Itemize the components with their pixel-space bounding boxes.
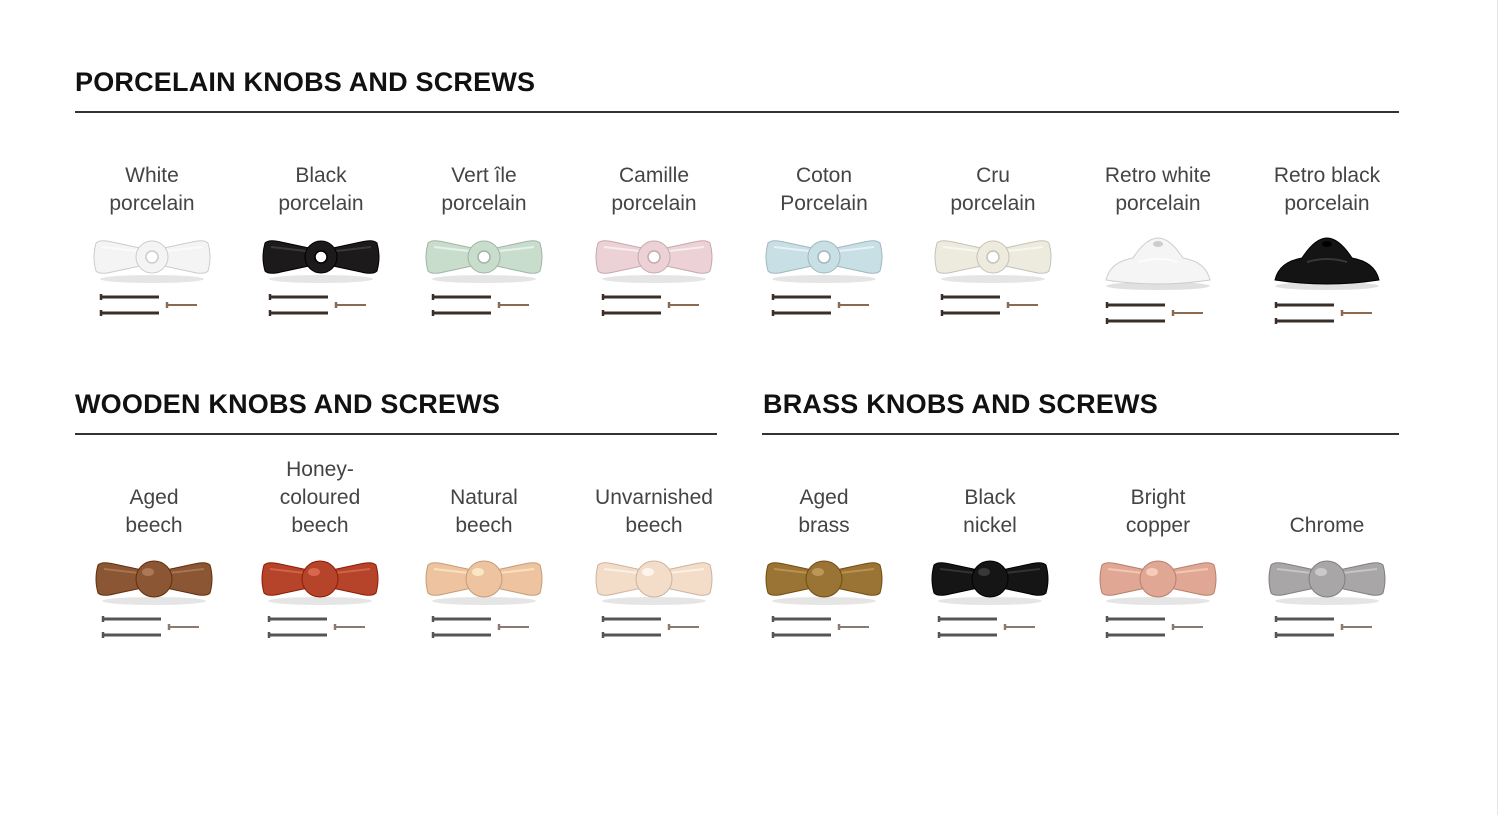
wooden-item: Natural beech [394,450,574,648]
knob-icon [764,232,884,289]
knob-icon [933,232,1053,289]
item-label: Bright copper [1125,486,1191,537]
knob-icon [424,232,544,289]
screws-icon [1272,299,1382,334]
knob-icon [94,554,214,611]
screws-icon [1103,299,1213,334]
knob-icon [1267,232,1387,297]
knob-icon [764,554,884,611]
knob-icon [260,554,380,611]
brass-item: Black nickel [900,450,1080,648]
item-label: Retro white porcelain [1104,164,1212,215]
item-label: Aged beech [125,486,183,537]
screws-icon [599,613,709,648]
knob-icon [930,554,1050,611]
item-label: Vert île porcelain [441,164,527,215]
porcelain-item: Black porcelain [231,128,411,326]
screws-icon [99,613,209,648]
item-label: Aged brass [798,486,850,537]
knob-icon [92,232,212,289]
knob-icon [1267,554,1387,611]
screws-icon [599,291,709,326]
wooden-item: Aged beech [64,450,244,648]
screws-icon [769,291,879,326]
porcelain-item: Retro black porcelain [1237,128,1417,334]
item-label: Black porcelain [278,164,364,215]
porcelain-item: Retro white porcelain [1068,128,1248,334]
screws-icon [265,613,375,648]
item-label: Coton Porcelain [780,164,868,215]
screws-icon [266,291,376,326]
porcelain-item: Cru porcelain [903,128,1083,326]
item-label: Cru porcelain [950,164,1036,215]
wooden-item: Unvarnished beech [564,450,744,648]
knob-icon [424,554,544,611]
screws-icon [1272,613,1382,648]
screws-icon [429,613,539,648]
knob-icon [594,232,714,289]
screws-icon [769,613,879,648]
screws-icon [97,291,207,326]
item-label: Chrome [1289,514,1365,537]
porcelain-heading: PORCELAIN KNOBS AND SCREWS [75,67,536,97]
screws-icon [429,291,539,326]
item-label: Unvarnished beech [595,486,713,537]
wooden-rule [75,433,717,435]
brass-heading: BRASS KNOBS AND SCREWS [763,389,1158,419]
porcelain-item: Vert île porcelain [394,128,574,326]
knob-icon [1098,232,1218,297]
screws-icon [938,291,1048,326]
brass-item: Bright copper [1068,450,1248,648]
knob-icon [1098,554,1218,611]
wooden-heading: WOODEN KNOBS AND SCREWS [75,389,501,419]
knob-icon [261,232,381,289]
screws-icon [1103,613,1213,648]
screws-icon [935,613,1045,648]
item-label: Natural beech [450,486,518,537]
wooden-item: Honey- coloured beech [230,450,410,648]
item-label: Camille porcelain [611,164,697,215]
knob-icon [594,554,714,611]
brass-rule [762,433,1399,435]
porcelain-item: Camille porcelain [564,128,744,326]
brass-item: Aged brass [734,450,914,648]
item-label: Honey- coloured beech [279,458,361,537]
item-label: Black nickel [963,486,1017,537]
item-label: Retro black porcelain [1273,164,1381,215]
item-label: White porcelain [109,164,195,215]
brass-item: Chrome [1237,450,1417,648]
porcelain-rule [75,111,1399,113]
porcelain-item: White porcelain [62,128,242,326]
page-edge [1497,0,1498,815]
porcelain-item: Coton Porcelain [734,128,914,326]
